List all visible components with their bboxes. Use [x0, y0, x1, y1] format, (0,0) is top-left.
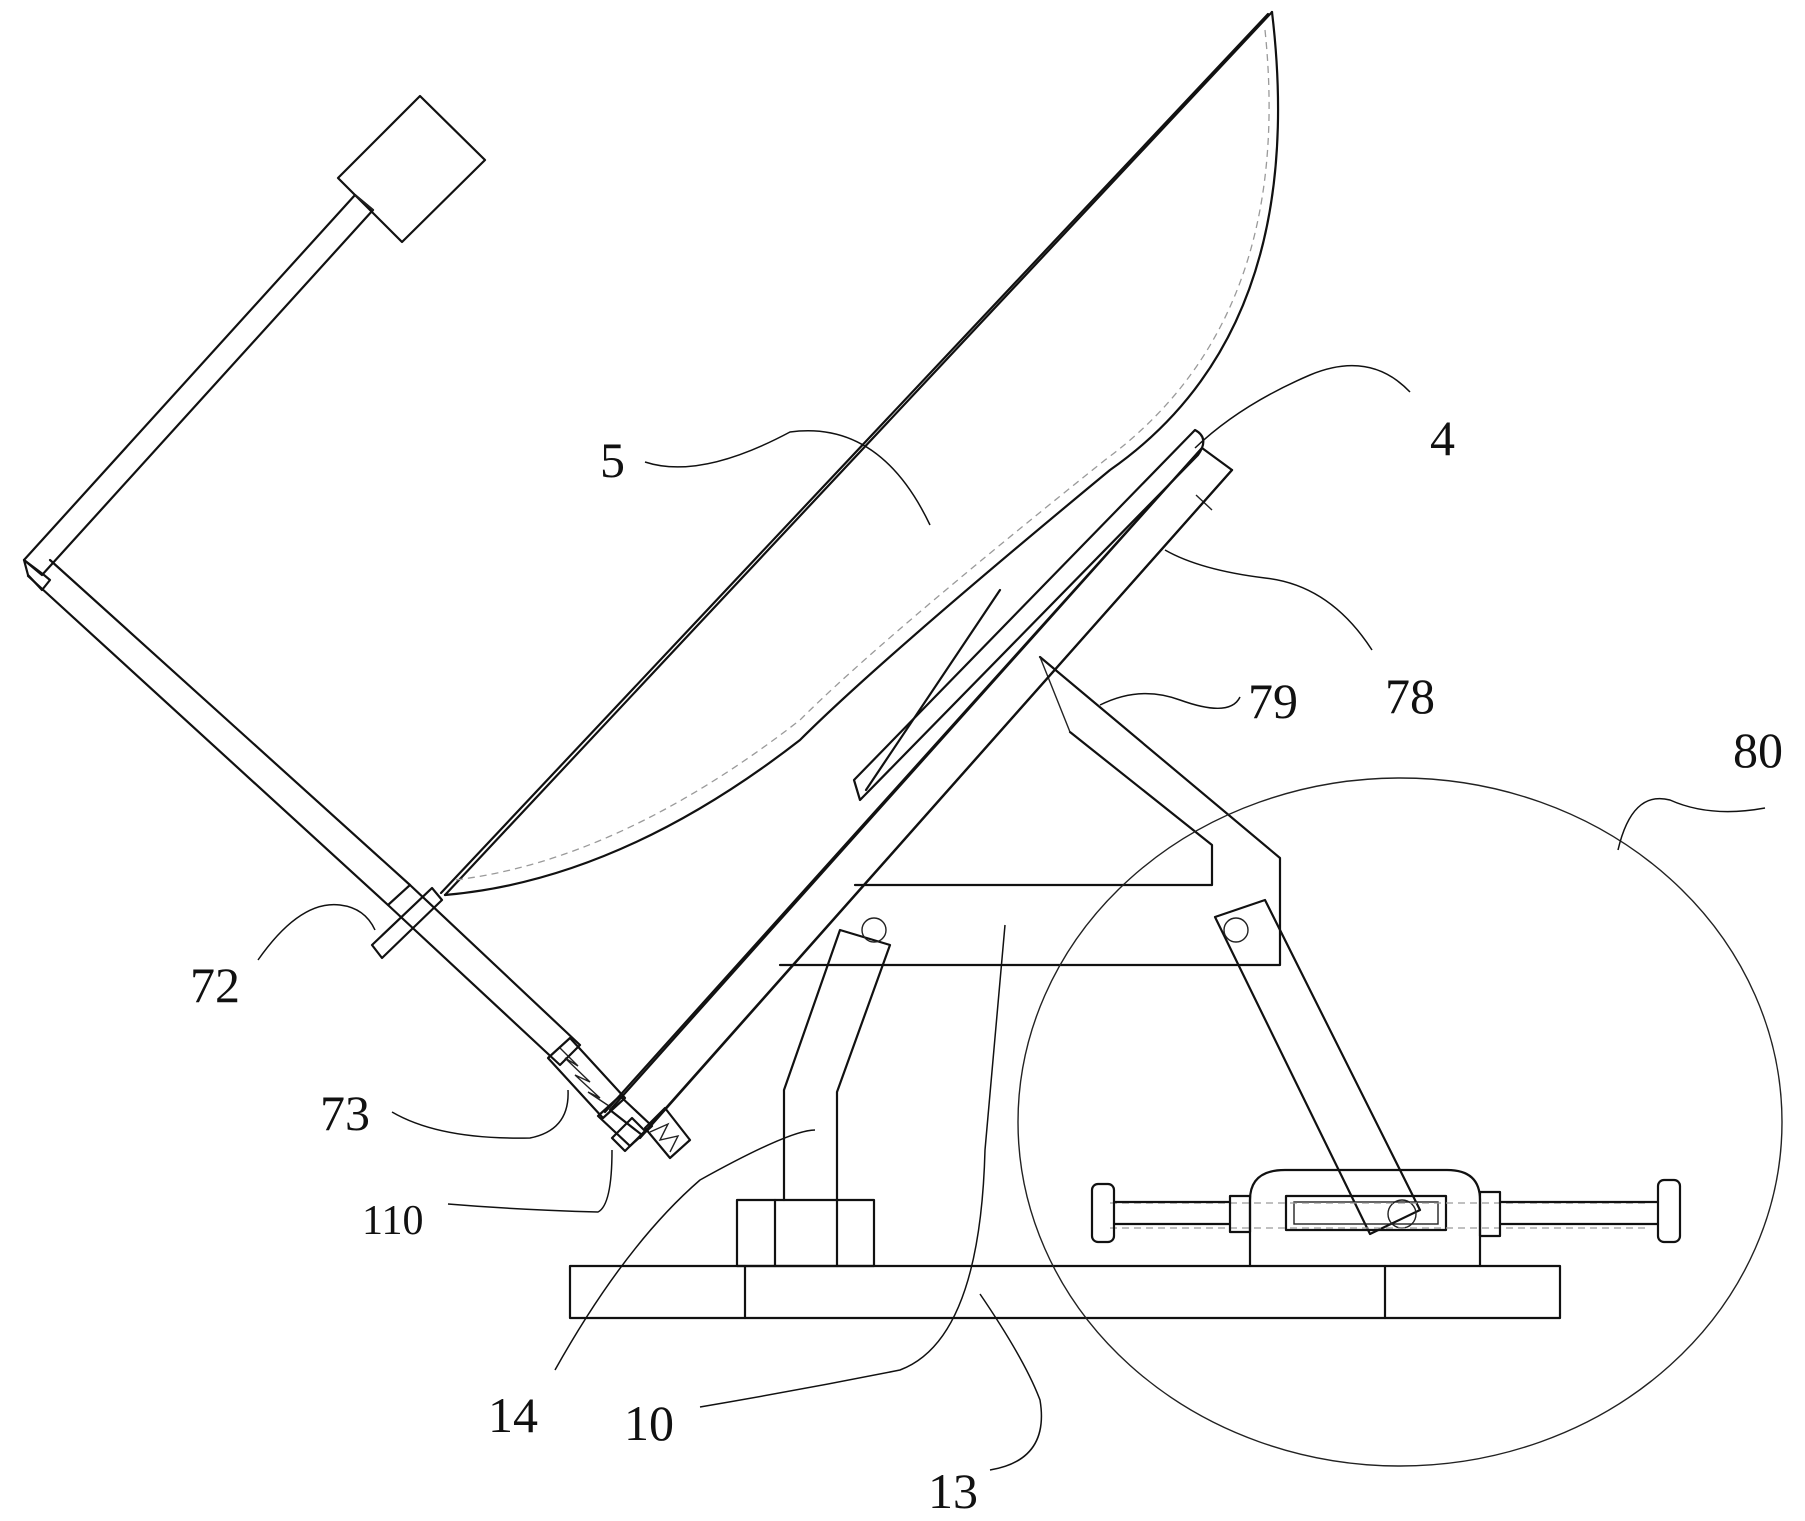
clamp	[370, 886, 444, 960]
label-79: 79	[1248, 673, 1298, 729]
leader-72	[257, 903, 376, 961]
mounting-strip	[852, 428, 1205, 802]
feed-arm	[22, 94, 582, 1067]
leader-73	[391, 1089, 569, 1139]
label-110: 110	[362, 1198, 423, 1244]
label-10: 10	[624, 1395, 674, 1451]
label-80: 80	[1733, 722, 1783, 778]
leader-5	[644, 430, 931, 526]
parabolic-dish	[439, 10, 1280, 897]
label-72: 72	[190, 957, 240, 1013]
detail-circle	[1017, 777, 1783, 1467]
spring	[546, 1036, 627, 1120]
bracket-frame	[778, 655, 1282, 967]
leader-79	[1099, 692, 1241, 710]
label-5: 5	[600, 432, 625, 488]
slider-assembly	[1090, 1168, 1682, 1268]
leader-80	[1617, 797, 1766, 851]
label-13: 13	[928, 1463, 978, 1519]
rear-link	[1213, 898, 1422, 1236]
fasteners	[596, 1094, 692, 1160]
label-78: 78	[1385, 668, 1435, 724]
support-post	[735, 917, 892, 1268]
reference-labels: 5 4 78 79 80 72 73 110 14 10 13	[190, 410, 1783, 1519]
label-4: 4	[1430, 410, 1455, 466]
base-plate	[568, 1264, 1562, 1320]
leader-14	[554, 1129, 816, 1371]
label-73: 73	[320, 1085, 370, 1141]
label-14: 14	[488, 1387, 538, 1443]
leader-4	[1194, 364, 1411, 449]
leader-110	[447, 1149, 613, 1213]
leader-lines	[257, 364, 1766, 1471]
leader-13	[979, 1293, 1043, 1471]
leader-78	[1164, 549, 1373, 651]
leader-10	[699, 924, 1006, 1408]
support-rail	[603, 446, 1234, 1140]
